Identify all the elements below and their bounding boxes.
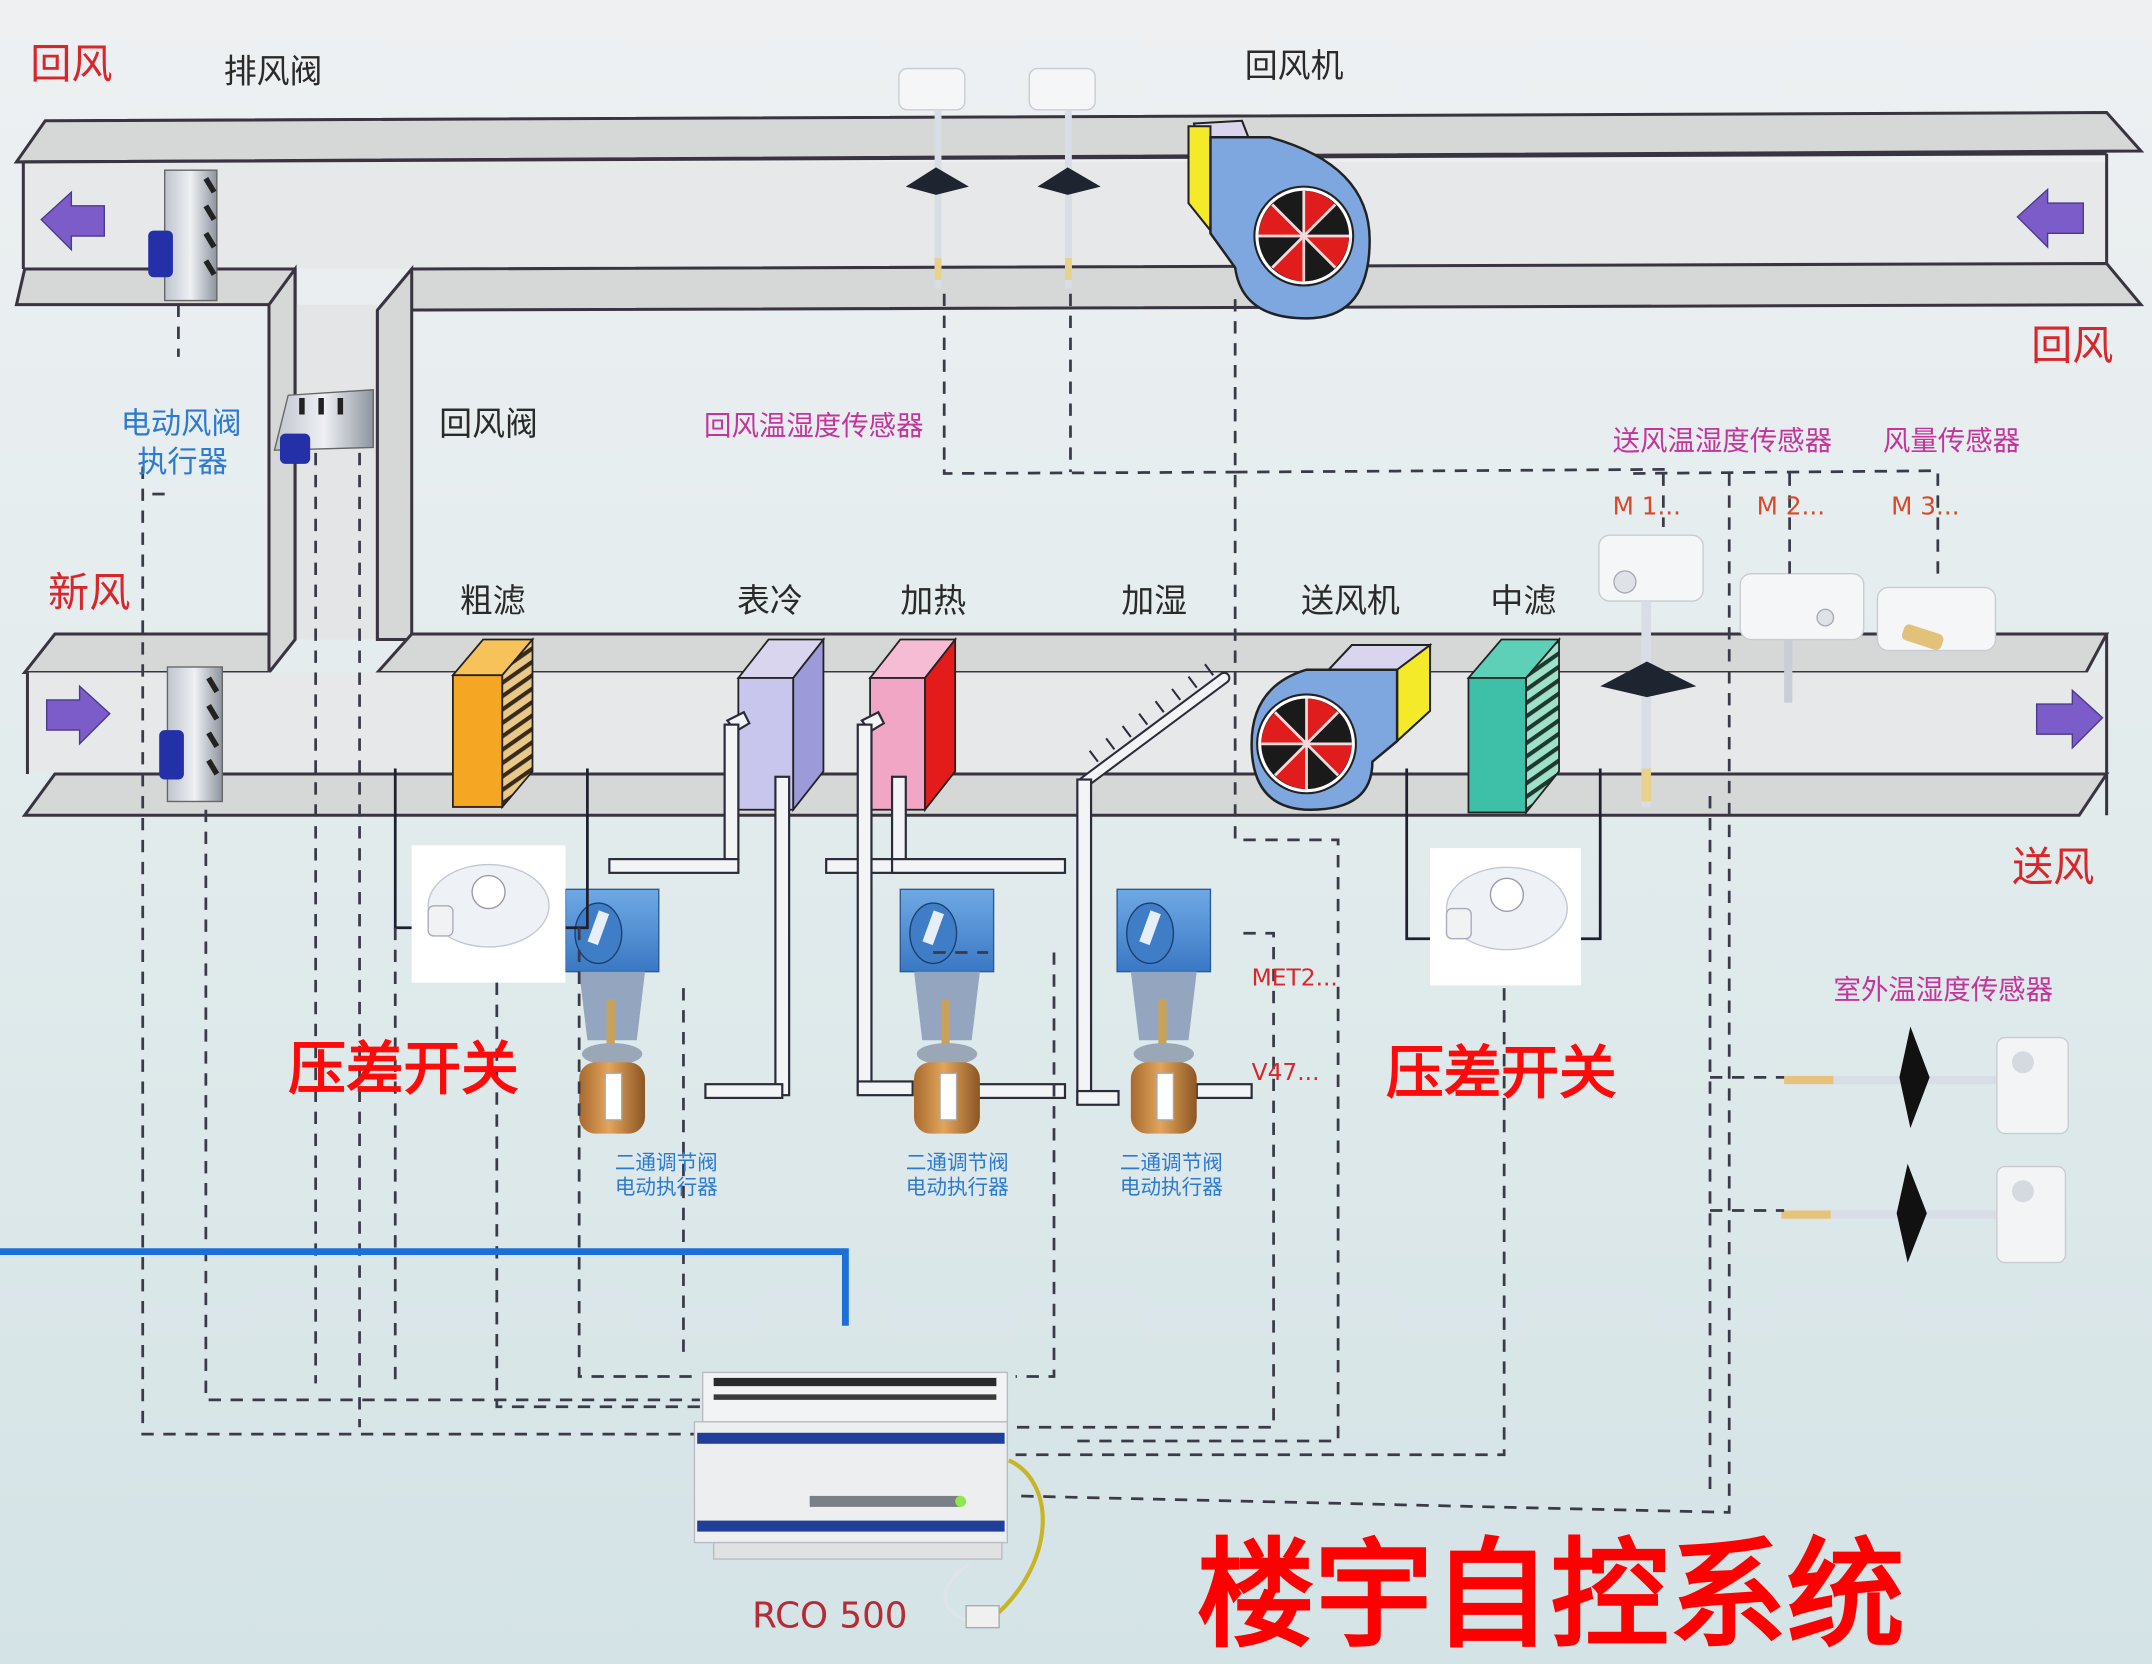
label-supply-air: 送风 <box>2012 843 2094 891</box>
valve-label-humidifier-1: 二通调节阀 <box>1120 1150 1223 1174</box>
label-coarse-filter: 粗滤 <box>460 581 526 620</box>
label-airflow-sensor: 风量传感器 <box>1883 426 2020 457</box>
valve-label-heating-1: 二通调节阀 <box>906 1150 1009 1174</box>
exhaust-damper <box>148 169 218 302</box>
communication-bus <box>0 1248 849 1326</box>
supply-air-humidity-sensor <box>1739 572 1865 703</box>
pressure-switch-right <box>1405 768 1602 986</box>
humidifier <box>1076 663 1231 1105</box>
label-cooling-coil: 表冷 <box>737 581 803 620</box>
valve-label-heating-2: 电动执行器 <box>906 1175 1009 1199</box>
fresh-air-arrow <box>45 684 111 746</box>
sensor-code-1: M 1... <box>1613 492 1681 521</box>
rco500-controller <box>693 1371 1045 1629</box>
airflow-sensor <box>1876 586 1997 652</box>
valve-actuator-humidifier <box>1116 888 1212 1134</box>
label-supply-fan: 送风机 <box>1301 581 1400 620</box>
heating-pipes <box>856 710 1067 1100</box>
return-air-temp-sensor-2 <box>1028 67 1101 289</box>
coarse-filter <box>450 637 535 810</box>
return-damper <box>273 389 374 464</box>
exhaust-air-arrow <box>40 190 105 252</box>
label-outdoor-temp-humidity-sensor: 室外温湿度传感器 <box>1834 975 2053 1006</box>
label-exhaust-damper: 排风阀 <box>224 51 323 90</box>
label-return-fan: 回风机 <box>1245 46 1344 85</box>
label-heating-coil: 加热 <box>900 581 966 620</box>
label-return-air-right: 回风 <box>2031 322 2113 370</box>
outdoor-temp-humidity-sensor-2 <box>1781 1163 2067 1264</box>
return-air-arrow <box>2016 187 2084 249</box>
return-fan <box>1187 119 1371 320</box>
label-return-air-top-left: 回风 <box>30 40 112 88</box>
supply-fan <box>1250 642 1433 811</box>
mixing-duct <box>267 264 414 677</box>
label-damper-actuator-1: 电动风阀 <box>121 407 242 442</box>
sensor-code-3: M 3... <box>1891 492 1959 521</box>
medium-filter <box>1466 637 1561 816</box>
sensor-code-2: M 2... <box>1757 492 1825 521</box>
label-return-damper: 回风阀 <box>439 404 538 443</box>
label-medium-filter: 中滤 <box>1490 581 1556 620</box>
pressure-switch-left <box>393 768 589 983</box>
label-supply-air-temp-humidity-sensor: 送风温湿度传感器 <box>1613 426 1832 457</box>
valve-code-v47: V47... <box>1252 1058 1320 1086</box>
control-wiring <box>141 293 1940 1514</box>
label-return-air-temp-humidity-sensor: 回风温湿度传感器 <box>704 411 924 442</box>
valve-code-met2: MET2... <box>1252 963 1338 991</box>
label-fresh-air: 新风 <box>48 569 130 617</box>
page-title: 楼宇自控系统 <box>1197 1526 1905 1664</box>
valve-label-humidifier-2: 电动执行器 <box>1120 1175 1223 1199</box>
label-pressure-switch-left: 压差开关 <box>288 1034 519 1102</box>
valve-label-cooling-2: 电动执行器 <box>615 1175 718 1199</box>
label-humidifier: 加湿 <box>1121 581 1187 620</box>
supply-air-temp-humidity-sensor <box>1598 534 1704 807</box>
return-air-temp-sensor-1 <box>898 67 969 289</box>
label-damper-actuator-2: 执行器 <box>137 445 228 480</box>
label-controller: RCO 500 <box>752 1596 907 1637</box>
supply-air-arrow <box>2035 688 2104 750</box>
outdoor-temp-humidity-sensor-1 <box>1784 1026 2069 1135</box>
fresh-air-damper <box>159 666 224 803</box>
valve-actuator-heating <box>899 888 995 1134</box>
label-pressure-switch-right: 压差开关 <box>1386 1038 1617 1106</box>
valve-label-cooling-1: 二通调节阀 <box>615 1150 718 1174</box>
